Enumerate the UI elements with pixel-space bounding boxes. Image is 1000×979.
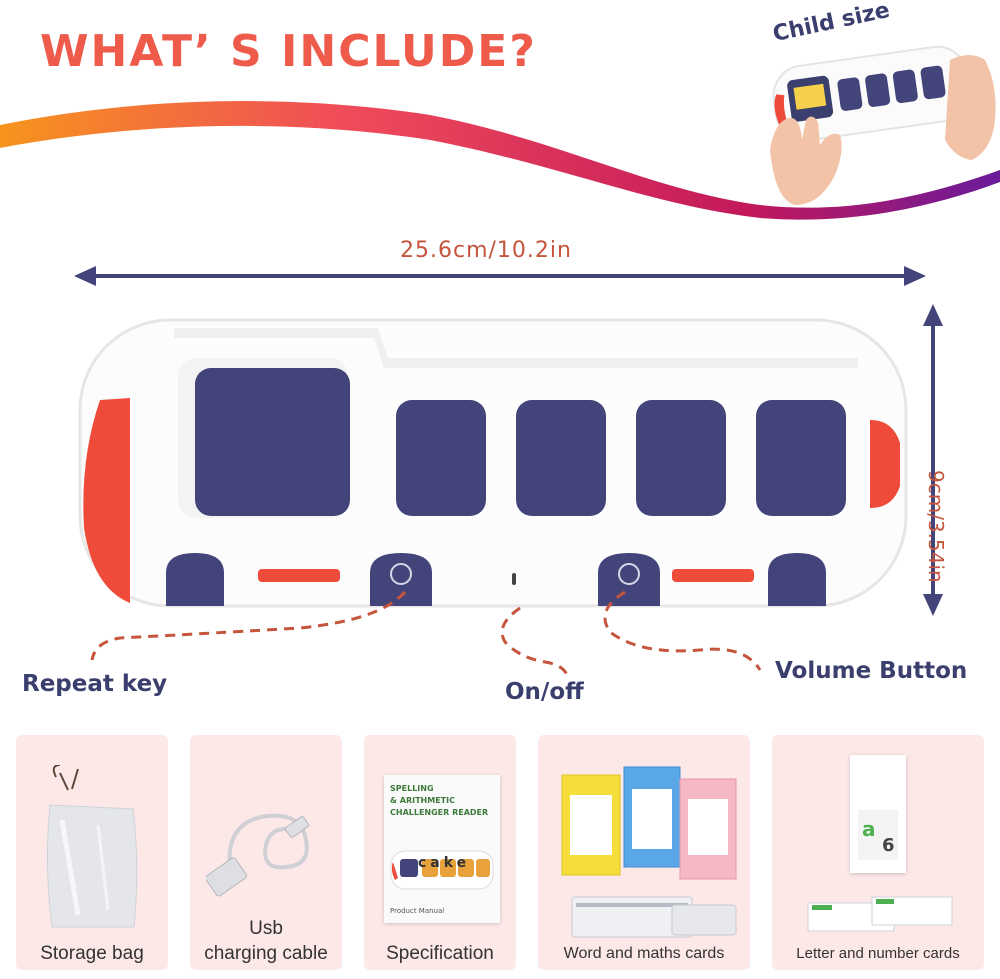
volume-label: Volume Button [775, 658, 968, 684]
header-wave [0, 101, 1000, 220]
card-boxes-icon [561, 766, 737, 938]
manual-line2: & ARITHMETIC [390, 796, 455, 805]
volume-button [618, 563, 640, 585]
display-window [195, 368, 350, 516]
page-title: WHAT’ S INCLUDE? [40, 26, 537, 77]
child-size-inset [770, 45, 996, 205]
manual-footer: Product Manual [390, 907, 445, 915]
manual-word: cake [418, 855, 471, 871]
height-label: 9cm/3.54in [924, 470, 948, 583]
number-sample: 6 [882, 835, 895, 856]
storage-bag-icon [46, 765, 138, 928]
item-card-usb-cable: Usb charging cable [190, 735, 342, 970]
power-label: On/off [505, 679, 584, 705]
item-label-line2: charging cable [204, 943, 328, 964]
item-card-word-maths: Word and maths cards [538, 735, 750, 970]
item-label: Word and maths cards [563, 945, 725, 962]
repeat-key-label: Repeat key [22, 671, 168, 697]
reader-device [78, 318, 908, 608]
item-label: Storage bag [40, 943, 144, 964]
item-card-specification: SPELLING & ARITHMETIC CHALLENGER READER … [364, 735, 516, 970]
power-switch [512, 573, 516, 585]
manual-line1: SPELLING [390, 784, 434, 793]
manual-line3: CHALLENGER READER [390, 808, 489, 817]
letter-slot-1 [396, 400, 486, 516]
height-dimension-arrow [923, 304, 943, 616]
callout-lines [90, 590, 762, 679]
width-dimension-arrow [74, 266, 926, 286]
repeat-key [390, 563, 412, 585]
flash-cards-stack-icon [807, 896, 953, 932]
mini-device-icon [390, 850, 494, 890]
usb-cable-icon [206, 813, 310, 897]
letter-sample: a [862, 817, 876, 841]
letter-card-box: a 6 [850, 755, 906, 873]
item-label: Letter and number cards [796, 945, 960, 962]
item-card-storage-bag: Storage bag [16, 735, 168, 970]
letter-slot-2 [516, 400, 606, 516]
width-label: 25.6cm/10.2in [400, 238, 572, 263]
item-card-letter-number: a 6 Letter and number cards [772, 735, 984, 970]
letter-slot-4 [756, 400, 846, 516]
letter-slot-3 [636, 400, 726, 516]
item-label-line1: Usb [249, 918, 283, 939]
manual-booklet: SPELLING & ARITHMETIC CHALLENGER READER … [384, 775, 500, 923]
item-label: Specification [386, 943, 494, 964]
